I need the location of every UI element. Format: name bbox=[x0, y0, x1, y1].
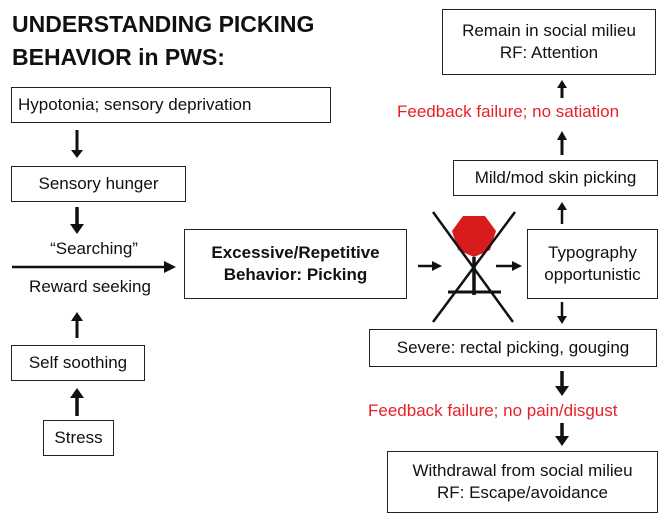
remain-social-line-1: Remain in social milieu bbox=[462, 21, 636, 40]
typography-line-2: opportunistic bbox=[544, 265, 641, 284]
stress-box: Stress bbox=[43, 420, 114, 456]
title-line-1: UNDERSTANDING PICKING bbox=[12, 11, 315, 37]
self-soothing-box: Self soothing bbox=[11, 345, 145, 381]
feedback-failure-top-label: Feedback failure; no satiation bbox=[397, 102, 620, 121]
picking-behavior-box: Excessive/Repetitive Behavior: Picking bbox=[184, 229, 407, 299]
severe-picking-box: Severe: rectal picking, gouging bbox=[369, 329, 657, 367]
withdrawal-line-2: RF: Escape/avoidance bbox=[436, 483, 609, 502]
arrow-behavior-to-stop bbox=[418, 261, 442, 271]
sensory-hunger-label: Sensory hunger bbox=[38, 174, 159, 193]
arrow-stop-to-typography bbox=[496, 261, 522, 271]
reward-seeking-label: Reward seeking bbox=[29, 277, 151, 296]
feedback-failure-bottom-label: Feedback failure; no pain/disgust bbox=[368, 401, 618, 420]
arrow-feedback-to-withdrawal bbox=[555, 423, 569, 446]
picking-behavior-line-2: Behavior: Picking bbox=[223, 265, 368, 284]
typography-box: Typography opportunistic bbox=[527, 229, 658, 299]
arrow-severe-to-feedback bbox=[555, 371, 569, 396]
hypotonia-label: Hypotonia; sensory deprivation bbox=[18, 95, 252, 114]
self-soothing-label: Self soothing bbox=[28, 353, 128, 372]
arrow-selfsoothing-to-reward bbox=[71, 312, 83, 338]
stop-sign-crossed-out-icon bbox=[431, 211, 517, 323]
arrow-typography-to-mild bbox=[557, 202, 567, 224]
stress-label: Stress bbox=[54, 428, 103, 447]
mild-picking-label: Mild/mod skin picking bbox=[474, 168, 637, 187]
typography-line-1: Typography bbox=[548, 243, 637, 262]
severe-picking-label: Severe: rectal picking, gouging bbox=[396, 338, 630, 357]
arrow-hypotonia-to-hunger bbox=[71, 130, 83, 158]
arrow-mild-to-feedback bbox=[557, 131, 567, 155]
hypotonia-box: Hypotonia; sensory deprivation bbox=[11, 87, 331, 123]
arrow-typography-to-severe bbox=[557, 302, 567, 324]
arrow-main-horizontal bbox=[12, 261, 176, 273]
mild-picking-box: Mild/mod skin picking bbox=[453, 160, 658, 196]
withdrawal-box: Withdrawal from social milieu RF: Escape… bbox=[387, 451, 658, 513]
remain-social-line-2: RF: Attention bbox=[499, 43, 599, 62]
title-line-2: BEHAVIOR in PWS: bbox=[12, 44, 225, 70]
diagram-title: UNDERSTANDING PICKING BEHAVIOR in PWS: bbox=[12, 8, 314, 74]
sensory-hunger-box: Sensory hunger bbox=[11, 166, 186, 202]
withdrawal-line-1: Withdrawal from social milieu bbox=[412, 461, 633, 480]
remain-social-box: Remain in social milieu RF: Attention bbox=[442, 9, 656, 75]
searching-label: “Searching” bbox=[50, 239, 138, 258]
arrow-feedback-to-remain bbox=[557, 80, 567, 98]
arrow-hunger-to-searching bbox=[70, 207, 84, 234]
arrow-stress-to-selfsoothing bbox=[70, 388, 84, 416]
picking-behavior-line-1: Excessive/Repetitive bbox=[211, 243, 380, 262]
